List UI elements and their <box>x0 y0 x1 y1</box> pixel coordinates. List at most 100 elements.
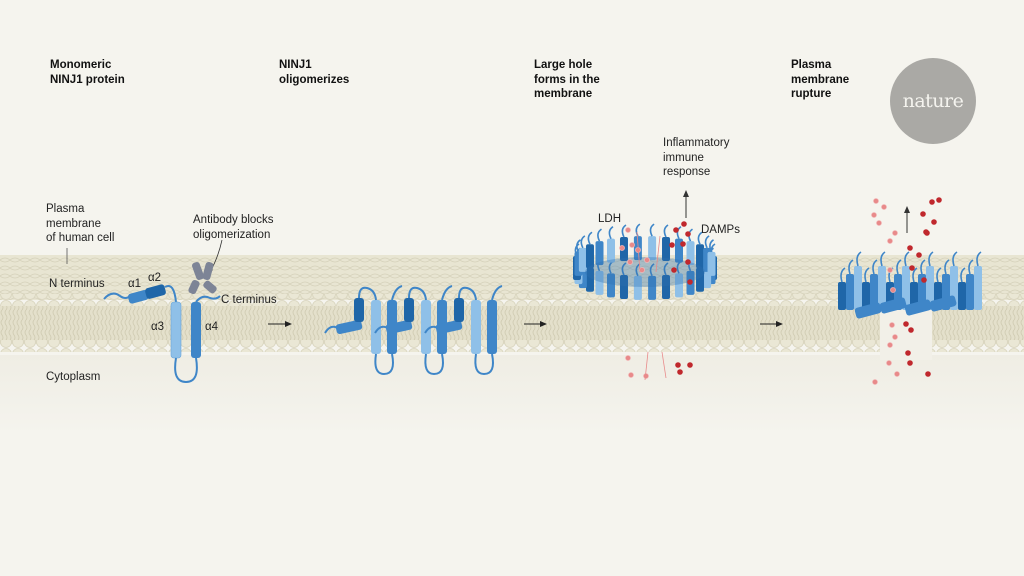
damp-molecule <box>905 350 911 356</box>
damp-molecule <box>916 252 922 258</box>
alpha2-label: α2 <box>148 272 162 284</box>
cluster-helix <box>854 266 862 310</box>
cluster-amphipathic-helix <box>854 302 882 319</box>
pore-helix <box>607 238 615 263</box>
ldh-molecule <box>887 342 893 348</box>
nature-logo: nature <box>890 58 976 144</box>
helix-alpha3 <box>421 300 431 354</box>
antibody-label: Antibody blocks oligomerization <box>193 214 274 241</box>
cluster-helix <box>958 282 966 310</box>
nature-logo-text: nature <box>902 90 964 112</box>
cluster-loop <box>848 259 854 275</box>
loop <box>408 286 427 301</box>
alpha4-label: α4 <box>205 321 219 333</box>
cluster-loop <box>864 267 870 283</box>
ldh-molecule <box>887 238 893 244</box>
n-terminus-label: N terminus <box>49 278 105 290</box>
helix-alpha1 <box>435 319 463 335</box>
cluster-helix <box>862 282 870 310</box>
cluster-loop <box>976 251 982 267</box>
helix-alpha1 <box>127 290 149 304</box>
pore-loop <box>621 262 627 276</box>
ldh-molecule <box>872 379 878 385</box>
ldh-molecule <box>892 334 898 340</box>
stage-arrow-3 <box>760 321 783 327</box>
ldh-molecule <box>886 360 892 366</box>
cluster-helix <box>926 266 934 310</box>
release-trajectory <box>655 235 661 273</box>
damp-molecule <box>669 242 675 248</box>
ldh-molecule <box>894 371 900 377</box>
pore-helix <box>585 267 594 292</box>
pore-loop <box>704 235 710 249</box>
cytoplasmic-loop <box>474 353 494 376</box>
pore-loop <box>635 263 641 277</box>
cluster-helix <box>846 274 854 310</box>
cluster-amphipathic-helix <box>904 299 932 316</box>
c-terminus-tail <box>195 295 221 303</box>
stage-arrow-1 <box>268 321 292 327</box>
cluster-loop <box>872 259 878 275</box>
damp-molecule <box>908 327 914 333</box>
pore-loop <box>587 231 593 245</box>
pore-helix <box>585 244 594 269</box>
cluster-loop <box>968 259 974 275</box>
pore-helix <box>707 251 716 276</box>
pore-helix <box>607 273 615 298</box>
membrane-inner-leaflet <box>0 340 1024 352</box>
damp-molecule <box>687 279 693 285</box>
membrane-tails <box>0 306 1024 344</box>
pore-helix <box>686 241 695 266</box>
pore-loop <box>580 235 586 249</box>
cluster-loop <box>920 259 926 275</box>
damps-label: DAMPs <box>701 224 740 236</box>
ninj1-monomer <box>103 284 221 384</box>
c-terminus-tail <box>491 285 503 301</box>
ldh-molecule <box>890 287 896 293</box>
pore-helix <box>619 275 628 300</box>
release-trajectory <box>661 351 667 379</box>
inflammatory-response-label: Inflammatory immune response <box>663 137 730 178</box>
damp-molecule <box>925 371 931 377</box>
helix-alpha2 <box>404 298 414 322</box>
ldh-molecule <box>627 259 633 265</box>
ninj1-rupture-cluster <box>838 251 982 319</box>
stage-title-monomeric: Monomeric NINJ1 protein <box>50 59 125 86</box>
pore-loop <box>663 262 669 276</box>
cluster-amphipathic-helix <box>929 295 957 312</box>
damp-molecule <box>671 267 677 273</box>
pore-helix <box>648 236 657 261</box>
ldh-molecule <box>619 245 625 251</box>
damp-molecule <box>675 362 681 368</box>
pore-loop <box>709 239 714 253</box>
helix-alpha2 <box>145 284 166 299</box>
ldh-molecule <box>887 267 893 273</box>
pore-helix <box>696 244 705 269</box>
cluster-loop <box>912 267 918 283</box>
cluster-loop <box>960 267 966 283</box>
damp-molecule <box>907 245 913 251</box>
cytoplasmic-loop <box>424 353 444 376</box>
ldh-molecule <box>639 267 645 273</box>
pore-loop <box>649 263 655 277</box>
pore-helix <box>675 273 683 298</box>
release-trajectory <box>644 351 649 381</box>
pore-helix <box>696 267 705 292</box>
ldh-molecule <box>892 230 898 236</box>
cluster-loop <box>856 251 862 267</box>
damp-molecule <box>921 277 927 283</box>
stage-arrow-2 <box>524 321 547 327</box>
alpha3-label: α3 <box>151 321 165 333</box>
helix-alpha3 <box>170 301 182 359</box>
damp-molecule <box>929 199 935 205</box>
released-molecules <box>619 197 942 385</box>
cluster-loop <box>936 267 942 283</box>
c-terminus-tail <box>391 285 403 301</box>
ldh-molecule <box>628 372 634 378</box>
stage-title-rupture: Plasma membrane rupture <box>791 59 850 100</box>
damp-molecule <box>907 360 913 366</box>
cluster-loop <box>944 259 950 275</box>
cluster-loop <box>840 267 846 283</box>
ldh-molecule <box>644 257 650 263</box>
